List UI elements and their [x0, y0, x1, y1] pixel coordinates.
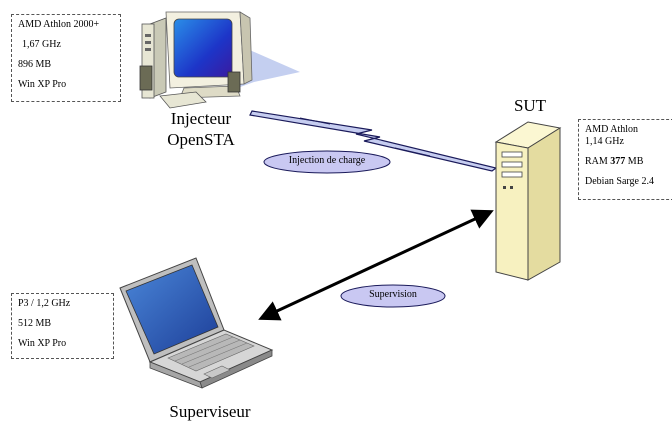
supervisor-spec-cpu: P3 / 1,2 GHz — [18, 298, 71, 309]
sut-spec-cpu: AMD Athlon — [585, 124, 639, 135]
injector-spec-freq: 1,67 GHz — [22, 39, 61, 50]
supervision-label: Supervision — [369, 289, 417, 300]
supervision-link-arrow — [258, 209, 494, 321]
supervision-ellipse — [340, 284, 446, 308]
injection-ellipse — [263, 150, 391, 174]
injector-label-line1: Injecteur — [170, 109, 232, 128]
sut-spec-os: Debian Sarge 2.4 — [585, 176, 654, 187]
sut-spec-ram: RAM 377 MB — [585, 156, 667, 168]
supervisor-spec-os: Win XP Pro — [18, 338, 67, 349]
sut-spec-ram-prefix: RAM — [585, 156, 611, 167]
injector-spec-cpu: AMD Athlon 2000+ — [18, 19, 100, 30]
sut-spec-freq: 1,14 GHz — [585, 136, 624, 147]
injector-spec-ram: 896 MB — [18, 59, 52, 70]
injector-label-line2: OpenSTA — [167, 130, 235, 149]
laptop-icon — [119, 257, 274, 389]
sut-title: SUT — [513, 96, 547, 115]
server-icon — [494, 121, 562, 281]
injector-label: Injecteur OpenSTA — [146, 108, 256, 150]
supervisor-specs-box: P3 / 1,2 GHz 512 MB Win XP Pro — [11, 293, 114, 359]
desktop-computer-icon — [139, 11, 300, 109]
sut-spec-ram-value: 377 — [610, 156, 626, 167]
injection-link-bolt — [249, 110, 498, 172]
supervisor-label: Superviseur — [169, 402, 251, 421]
injector-spec-os: Win XP Pro — [18, 79, 67, 90]
sut-spec-ram-suffix: MB — [625, 156, 644, 167]
supervisor-spec-ram: 512 MB — [18, 318, 52, 329]
injection-label: Injection de charge — [288, 155, 366, 166]
injector-specs-box: AMD Athlon 2000+ 1,67 GHz 896 MB Win XP … — [11, 14, 121, 102]
sut-specs-box: AMD Athlon 1,14 GHz RAM 377 MB Debian Sa… — [578, 119, 672, 200]
